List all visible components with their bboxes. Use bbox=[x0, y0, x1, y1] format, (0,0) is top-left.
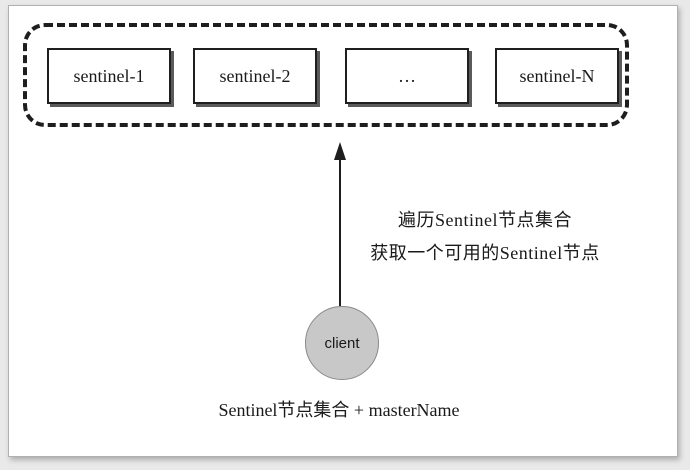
client-caption: Sentinel节点集合 + masterName bbox=[218, 400, 460, 420]
sentinel-node-ellipsis-label: … bbox=[398, 65, 416, 86]
sentinel-node-n: sentinel-N bbox=[495, 48, 619, 104]
sentinel-node-1-label: sentinel-1 bbox=[73, 65, 145, 86]
sentinel-node-1: sentinel-1 bbox=[47, 48, 171, 104]
diagram-frame: sentinel-1 sentinel-2 … sentinel-N 遍历Sen… bbox=[8, 5, 678, 457]
annotation-line-1: 遍历Sentinel节点集合 bbox=[398, 210, 572, 230]
client-label: client bbox=[324, 334, 360, 352]
client-node: client bbox=[305, 306, 379, 380]
sentinel-cluster-group bbox=[23, 23, 629, 127]
annotation-line-2: 获取一个可用的Sentinel节点 bbox=[370, 243, 600, 263]
sentinel-node-ellipsis: … bbox=[345, 48, 469, 104]
sentinel-node-n-label: sentinel-N bbox=[519, 65, 595, 86]
sentinel-node-2-label: sentinel-2 bbox=[219, 65, 291, 86]
arrow-client-to-cluster bbox=[334, 142, 346, 306]
sentinel-node-2: sentinel-2 bbox=[193, 48, 317, 104]
